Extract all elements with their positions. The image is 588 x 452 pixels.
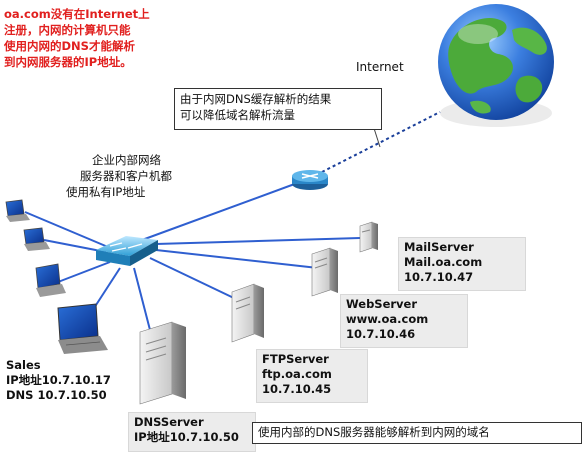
laptop-icon bbox=[23, 227, 50, 251]
registration-note-line: 使用内网的DNS才能解析 bbox=[4, 39, 135, 53]
internet-link bbox=[321, 111, 441, 173]
dns-cache-callout-line: 由于内网DNS缓存解析的结果 bbox=[180, 92, 332, 106]
client-name: Sales bbox=[6, 358, 41, 372]
internal-dns-callout: 使用内部的DNS服务器能够解析到内网的域名 bbox=[252, 422, 582, 444]
server-ip: 10.7.10.47 bbox=[404, 270, 474, 284]
cable-laptop-1 bbox=[24, 211, 109, 248]
client-dns: DNS 10.7.10.50 bbox=[6, 388, 107, 402]
server-name: WebServer bbox=[346, 297, 418, 311]
registration-note-line: 注册，内网的计算机只能 bbox=[4, 23, 131, 37]
cable-laptop-3 bbox=[57, 261, 111, 283]
registration-note: oa.com没有在Internet上 注册，内网的计算机只能 使用内网的DNS才… bbox=[4, 6, 150, 70]
dns-cache-callout: 由于内网DNS缓存解析的结果 可以降低域名解析流量 bbox=[174, 88, 382, 130]
server-name: DNSServer bbox=[134, 415, 204, 429]
router-icon bbox=[292, 170, 328, 190]
registration-note-line: oa.com没有在Internet上 bbox=[4, 7, 150, 21]
registration-note-line: 到内网服务器的IP地址。 bbox=[4, 55, 132, 69]
server-icon bbox=[311, 247, 338, 297]
server-icon bbox=[231, 283, 264, 343]
dns-server-info: DNSServer IP地址10.7.10.50 bbox=[128, 412, 256, 452]
server-ip: 10.7.10.46 bbox=[346, 327, 416, 341]
cables bbox=[24, 181, 361, 331]
enterprise-note-line: 企业内部网络 bbox=[92, 153, 161, 167]
client-ip: IP地址10.7.10.17 bbox=[6, 373, 111, 387]
server-icon bbox=[359, 221, 378, 253]
laptop-icon bbox=[57, 303, 108, 354]
cable-laptop-2 bbox=[43, 239, 107, 253]
switch-icon bbox=[96, 236, 158, 266]
server-domain: ftp.oa.com bbox=[262, 367, 332, 381]
cable-web-server bbox=[155, 249, 319, 269]
cable-dns-server bbox=[133, 267, 151, 331]
sales-client-info: Sales IP地址10.7.10.17 DNS 10.7.10.50 bbox=[6, 358, 111, 403]
server-name: MailServer bbox=[404, 240, 474, 254]
enterprise-note: 企业内部网络 服务器和客户机都 使用私有IP地址 bbox=[66, 152, 172, 200]
mail-server-info: MailServer Mail.oa.com 10.7.10.47 bbox=[398, 237, 526, 291]
server-ip: IP地址10.7.10.50 bbox=[134, 430, 239, 444]
server-icon bbox=[139, 321, 186, 405]
server-domain: Mail.oa.com bbox=[404, 255, 483, 269]
cable-ftp-server bbox=[149, 257, 239, 301]
cable-mail-server bbox=[155, 237, 361, 245]
server-ip: 10.7.10.45 bbox=[262, 382, 332, 396]
laptop-icon bbox=[35, 263, 66, 297]
internet-label: Internet bbox=[356, 60, 404, 74]
enterprise-note-line: 使用私有IP地址 bbox=[66, 185, 146, 199]
server-domain: www.oa.com bbox=[346, 312, 429, 326]
server-name: FTPServer bbox=[262, 352, 329, 366]
web-server-info: WebServer www.oa.com 10.7.10.46 bbox=[340, 294, 468, 348]
laptop-icon bbox=[5, 199, 30, 222]
globe-icon bbox=[438, 4, 554, 127]
enterprise-note-line: 服务器和客户机都 bbox=[80, 169, 172, 183]
cable-router bbox=[141, 181, 301, 241]
dns-cache-callout-line: 可以降低域名解析流量 bbox=[180, 108, 295, 122]
ftp-server-info: FTPServer ftp.oa.com 10.7.10.45 bbox=[256, 349, 368, 403]
